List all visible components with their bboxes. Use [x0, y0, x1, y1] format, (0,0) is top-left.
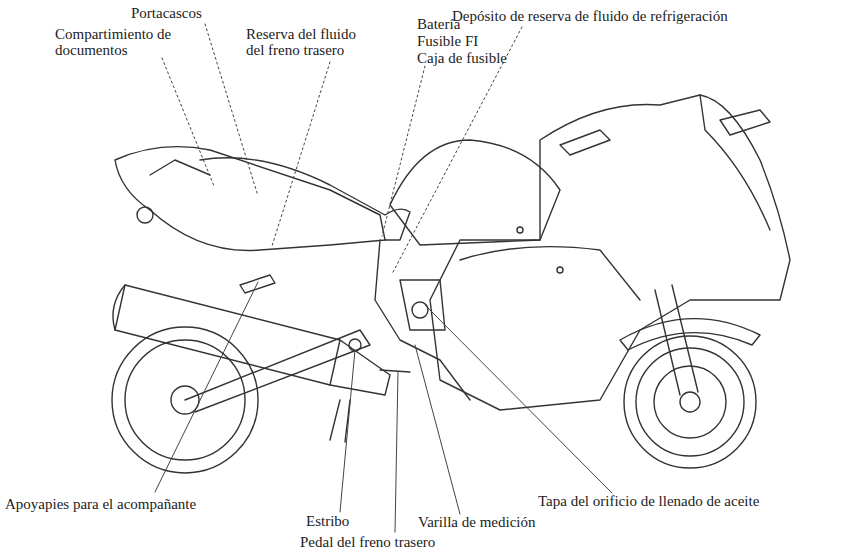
- leader-line: [155, 282, 258, 492]
- part-label: Compartimiento de documentos: [55, 26, 177, 58]
- handlebar: [560, 130, 610, 155]
- leader-line: [340, 350, 355, 512]
- rear-cowl: [115, 147, 385, 251]
- part-label: Reserva del fluido del freno trasero: [246, 26, 374, 58]
- fairing-line: [460, 247, 640, 300]
- exhaust-pipe: [330, 340, 390, 395]
- grab-rail: [150, 160, 210, 175]
- leader-line: [392, 27, 522, 274]
- muffler-end: [113, 285, 125, 330]
- front-tire: [624, 336, 756, 468]
- leader-line: [272, 62, 330, 246]
- oil-filler-cap: [412, 302, 428, 318]
- part-label: Tapa del orificio de llenado de aceite: [538, 493, 759, 509]
- windscreen-edge: [700, 95, 770, 230]
- seat: [200, 158, 410, 240]
- fairing-bolt: [557, 267, 563, 273]
- rider-footpeg: [349, 339, 361, 351]
- part-label: Portacascos: [131, 5, 202, 21]
- front-wheel: [624, 336, 756, 468]
- front-rim: [636, 348, 744, 456]
- front-fender: [620, 319, 760, 350]
- turn-signal: [137, 207, 153, 223]
- part-label: Depósito de reserva de fluido de refrige…: [452, 8, 728, 24]
- part-label: Caja de fusible: [417, 50, 507, 66]
- front-disc: [654, 366, 726, 438]
- leader-line: [395, 372, 398, 532]
- leader-line: [425, 305, 612, 493]
- engine-cover: [400, 280, 445, 330]
- part-label: Fusible FI: [417, 33, 478, 49]
- leader-line: [382, 66, 425, 236]
- part-label: Apoyapies para el acompañante: [5, 496, 196, 512]
- brake-pedal: [380, 370, 410, 372]
- fairing-bolt: [517, 227, 523, 233]
- muffler: [115, 285, 340, 385]
- fuel-tank: [390, 140, 560, 245]
- leader-line: [415, 345, 460, 514]
- part-label: Varilla de medición: [418, 514, 535, 530]
- mirror: [720, 110, 770, 135]
- leader-line: [162, 58, 214, 186]
- part-label: Pedal del freno trasero: [300, 534, 435, 550]
- fairing: [430, 95, 790, 410]
- front-fork: [655, 285, 698, 395]
- part-label: Estribo: [306, 513, 349, 529]
- front-hub: [680, 392, 700, 412]
